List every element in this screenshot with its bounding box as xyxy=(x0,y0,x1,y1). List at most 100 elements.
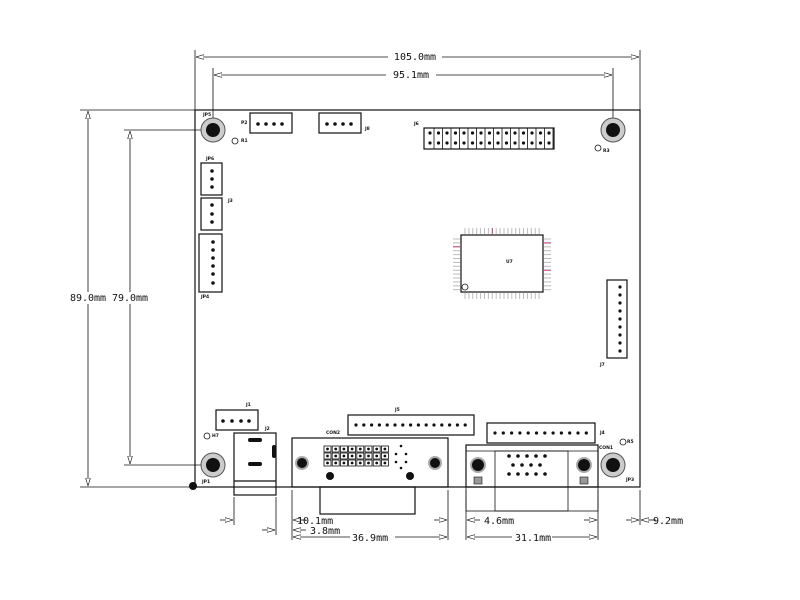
pin-cell xyxy=(323,459,332,467)
pin xyxy=(334,447,338,451)
fiducial xyxy=(189,482,197,490)
connector-jp6: JP6 xyxy=(200,156,223,196)
svg-text:79.0mm: 79.0mm xyxy=(112,293,148,304)
pin xyxy=(462,141,466,145)
pin xyxy=(526,431,530,435)
pin xyxy=(358,461,362,465)
svg-text:9.2mm: 9.2mm xyxy=(653,516,683,527)
pin xyxy=(618,349,622,353)
dimension-bottom: 10.1mm 3.8mm 36.9mm 4.6mm 31.1mm 9.2mm xyxy=(220,490,683,544)
pin-cell xyxy=(364,459,373,467)
svg-text:J1: J1 xyxy=(245,402,251,408)
svg-text:CON1: CON1 xyxy=(599,445,613,451)
pin xyxy=(404,452,408,456)
pin-cell xyxy=(372,452,381,460)
mounting-hole-top-right xyxy=(600,117,626,143)
pin xyxy=(547,141,551,145)
pin xyxy=(470,141,475,145)
pin xyxy=(520,463,524,467)
svg-text:CON2: CON2 xyxy=(326,430,340,436)
svg-text:105.0mm: 105.0mm xyxy=(394,52,436,63)
pin xyxy=(383,461,387,465)
pin xyxy=(516,472,520,476)
pin xyxy=(551,431,555,435)
svg-text:10.1mm: 10.1mm xyxy=(297,516,333,527)
pin xyxy=(350,447,354,451)
pin-cell xyxy=(364,445,373,453)
pin xyxy=(543,454,547,458)
pcb-outline xyxy=(194,109,641,488)
pin xyxy=(367,447,370,451)
svg-text:JP6: JP6 xyxy=(205,156,214,162)
connector-j4: J4 xyxy=(486,422,605,444)
svg-text:3.8mm: 3.8mm xyxy=(310,526,340,537)
pin xyxy=(428,141,432,145)
pin xyxy=(538,141,543,145)
pin xyxy=(383,447,387,451)
pin xyxy=(496,131,500,135)
pin xyxy=(326,461,329,465)
pin xyxy=(504,141,509,145)
svg-text:J6: J6 xyxy=(413,121,419,127)
pin xyxy=(479,131,483,135)
connector-jp4: JP4 xyxy=(198,233,223,300)
pin xyxy=(501,431,505,435)
pin xyxy=(334,454,338,458)
pin xyxy=(534,454,538,458)
dimension-hole-spacing-y: 79.0mm xyxy=(108,129,213,466)
chip-u7: U7 xyxy=(453,228,551,299)
pin xyxy=(445,141,449,145)
pin xyxy=(470,131,475,135)
svg-text:4.6mm: 4.6mm xyxy=(484,516,514,527)
connector-j7: J7 xyxy=(599,279,628,368)
pin xyxy=(525,454,529,458)
dimension-height-total: 89.0mm xyxy=(66,109,195,488)
pin-cell xyxy=(339,452,348,460)
pin xyxy=(375,461,379,465)
pin xyxy=(543,431,547,435)
pin xyxy=(362,423,366,427)
mounting-hole-bottom-left xyxy=(200,452,226,478)
pin xyxy=(448,423,452,427)
pin xyxy=(516,454,520,458)
power-jack-j2: J2 xyxy=(233,426,277,496)
pin xyxy=(493,431,497,435)
pin-cell xyxy=(348,452,357,460)
pin-cell xyxy=(380,459,389,467)
svg-text:89.0mm: 89.0mm xyxy=(70,293,106,304)
pin xyxy=(350,461,354,465)
pin xyxy=(409,423,413,427)
pin xyxy=(342,447,346,451)
svg-text:U7: U7 xyxy=(506,259,513,265)
pin xyxy=(559,431,564,435)
pin xyxy=(375,447,379,451)
dimension-hole-spacing-x: 95.1mm xyxy=(212,68,614,128)
pin xyxy=(326,447,329,451)
svg-text:J8: J8 xyxy=(364,126,370,132)
pin xyxy=(436,131,441,135)
pin-cell xyxy=(380,445,389,453)
pin xyxy=(401,423,405,427)
pin xyxy=(513,131,517,135)
pin xyxy=(367,461,370,465)
pin-cell xyxy=(339,445,348,453)
pin-cell xyxy=(356,452,365,460)
svg-text:J5: J5 xyxy=(394,407,400,413)
pin xyxy=(350,454,354,458)
svg-text:R3: R3 xyxy=(603,148,610,154)
vga-connector-con1: CON1 R5 xyxy=(465,439,634,512)
pin xyxy=(618,293,622,297)
pin xyxy=(370,423,374,427)
pin xyxy=(618,341,622,345)
connector-j8: J8 xyxy=(318,112,370,134)
pin-cell xyxy=(364,452,373,460)
pin xyxy=(538,131,543,135)
pin xyxy=(436,141,441,145)
pin xyxy=(618,317,622,321)
svg-text:JP5: JP5 xyxy=(202,112,211,118)
pin xyxy=(453,131,458,135)
pin xyxy=(358,454,362,458)
pin xyxy=(393,423,397,427)
pin xyxy=(358,447,362,451)
pin xyxy=(543,472,547,476)
